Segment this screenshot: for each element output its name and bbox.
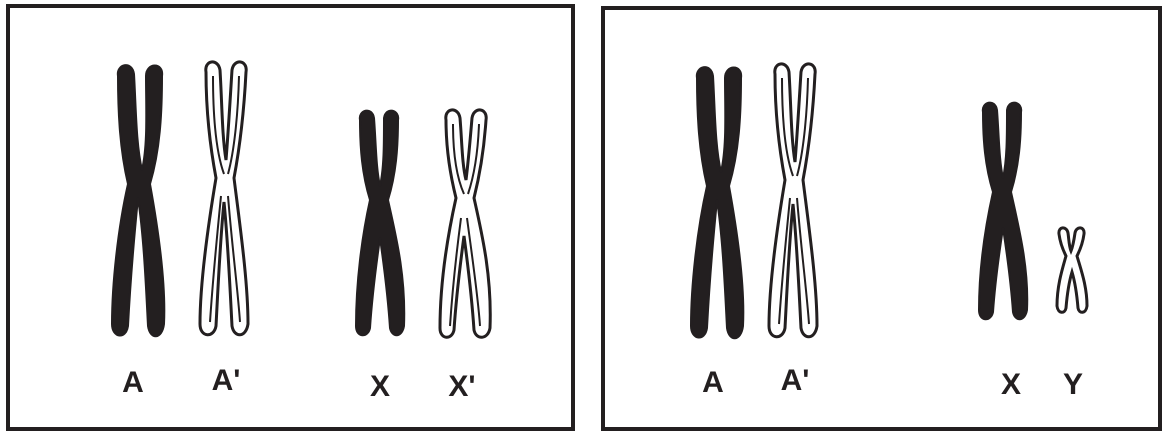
chromosome-x	[979, 103, 1027, 320]
chromosome-a	[691, 67, 743, 338]
chromosome-a-prime	[769, 64, 817, 337]
label-x: X	[1001, 370, 1021, 400]
right-chromosome-drawing	[605, 10, 1158, 427]
chromosome-a-prime	[200, 62, 248, 335]
label-a-prime: A'	[781, 366, 810, 396]
label-x-prime: X'	[448, 372, 475, 402]
right-karyotype-panel: A A' X Y	[601, 6, 1162, 431]
label-x: X	[370, 372, 390, 402]
chromosome-x-prime	[440, 110, 490, 337]
chromosome-y	[1057, 228, 1087, 312]
label-a: A	[702, 368, 724, 398]
chromosome-x	[356, 111, 404, 336]
label-a-prime: A'	[212, 366, 241, 396]
chromosome-a	[112, 65, 164, 336]
label-a: A	[122, 368, 144, 398]
label-y: Y	[1063, 370, 1083, 400]
left-chromosome-drawing	[10, 8, 571, 427]
left-karyotype-panel: A A' X X'	[6, 4, 575, 431]
